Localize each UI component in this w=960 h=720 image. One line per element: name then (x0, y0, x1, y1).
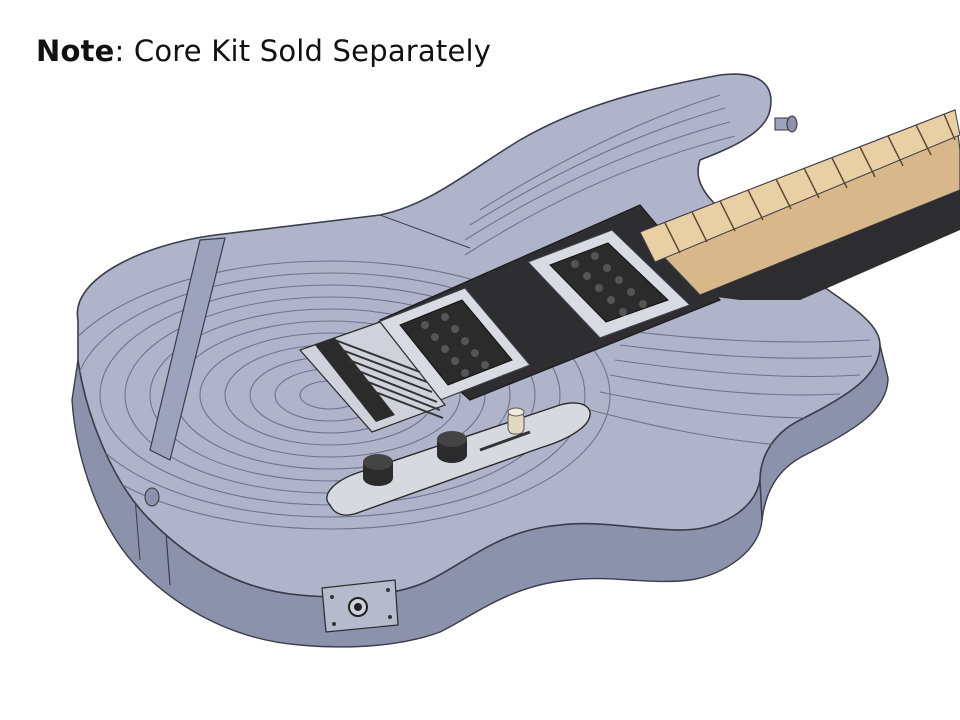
volume-knob (363, 454, 393, 486)
body-edge-panel (149, 237, 226, 461)
selector-switch (507, 407, 525, 435)
caption-text: : Core Kit Sold Separately (114, 34, 492, 68)
control-plate (326, 402, 591, 516)
tone-knob (437, 431, 467, 463)
side-strap-button (144, 487, 160, 507)
caption-note: Note: Core Kit Sold Separately (36, 34, 491, 68)
strap-button (774, 115, 798, 133)
bridge-hardware (298, 321, 446, 433)
neck-pickup (526, 229, 692, 339)
caption-bold-label: Note (36, 34, 115, 68)
seam-line (379, 214, 471, 249)
guitar-neck (638, 109, 960, 300)
surface-grooves (77, 94, 873, 530)
bridge-pickup (377, 287, 532, 401)
output-jack-plate (321, 579, 399, 633)
